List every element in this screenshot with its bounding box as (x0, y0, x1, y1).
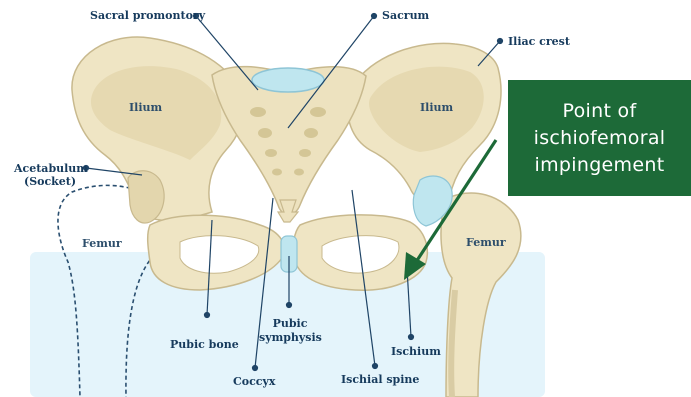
leader-dot (409, 335, 414, 340)
label-sacrum: Sacrum (382, 9, 429, 22)
leader-dot (205, 313, 210, 318)
sacral-foramen (304, 128, 318, 138)
label-acetabulum-socket: (Socket) (24, 175, 76, 188)
callout-line-3: impingement (508, 152, 691, 179)
sacral-disc (252, 68, 324, 92)
label-femur-right: Femur (466, 236, 506, 249)
label-femur-left: Femur (82, 237, 122, 250)
leader-dot (498, 39, 503, 44)
left-acetabulum (128, 171, 164, 223)
label-iliac-crest: Iliac crest (508, 35, 570, 48)
label-ischium: Ischium (391, 345, 441, 358)
callout-line-2: ischiofemoral (508, 125, 691, 152)
leader-dot (287, 303, 292, 308)
label-ischial-spine: Ischial spine (341, 373, 419, 386)
label-pubic-symphysis-line2: symphysis (259, 331, 321, 344)
sacral-foramen (310, 107, 326, 117)
impingement-callout: Point of ischiofemoral impingement (508, 80, 691, 196)
leader-dot (373, 364, 378, 369)
callout-line-1: Point of (508, 98, 691, 125)
leader-dot (253, 366, 258, 371)
sacral-foramen (258, 128, 272, 138)
sacral-foramen (265, 149, 277, 157)
sacral-foramen (294, 169, 304, 176)
label-acetabulum: Acetabulum (14, 162, 88, 175)
label-coccyx: Coccyx (233, 375, 275, 388)
label-ilium-left: Ilium (129, 101, 162, 114)
leader-dot (372, 14, 377, 19)
sacral-foramen (299, 149, 311, 157)
label-ilium-right: Ilium (420, 101, 453, 114)
label-pubic-bone: Pubic bone (170, 338, 239, 351)
sacral-foramen (250, 107, 266, 117)
sacral-foramen (272, 169, 282, 176)
label-sacral-promontory: Sacral promontory (90, 9, 205, 22)
label-pubic-symphysis-line1: Pubic (265, 317, 315, 330)
